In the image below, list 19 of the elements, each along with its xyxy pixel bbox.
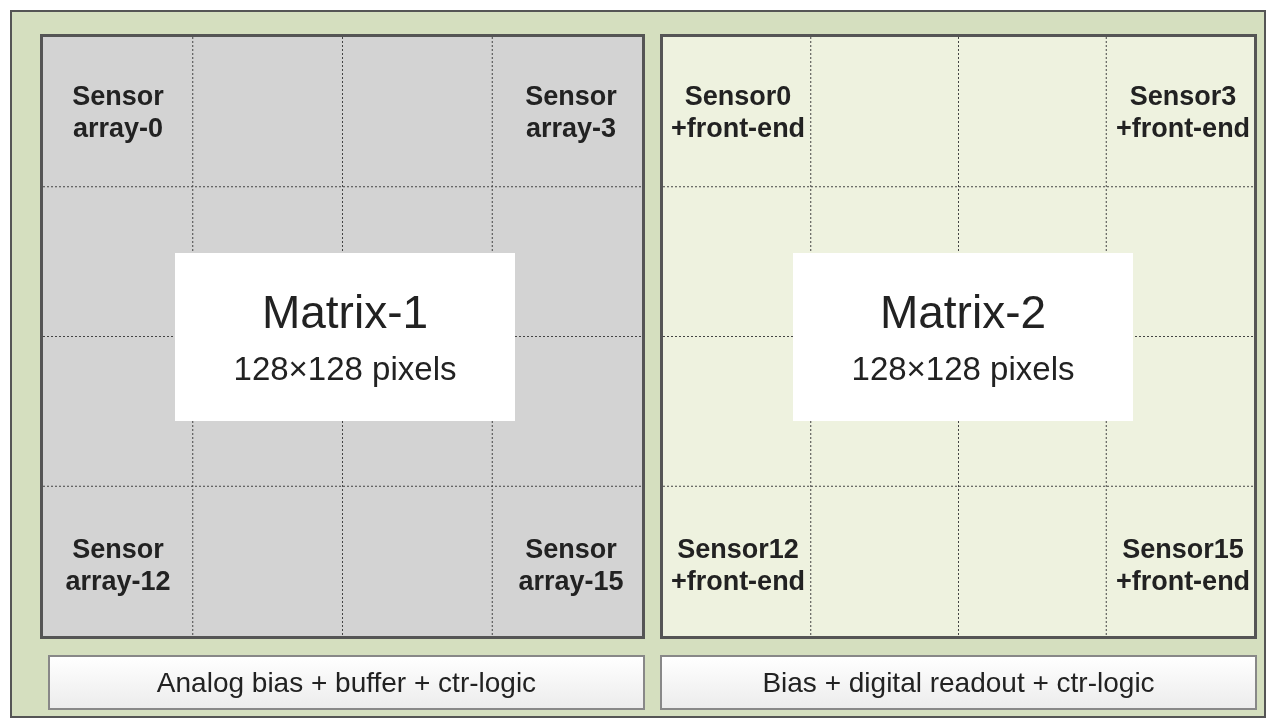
pixel-count: 128×128 pixels [850,349,1076,389]
pixel-count: 128×128 pixels [232,349,458,389]
sensor-label: Sensor array-15 [496,490,646,640]
logic-block: Analog bias + buffer + ctr-logic [48,655,645,710]
sensor-label: Sensor array-3 [496,37,646,187]
sensor-label: Sensor array-0 [43,37,193,187]
sensor-label: Sensor array-12 [43,490,193,640]
label-card [175,253,515,421]
sensor-label: Sensor0 +front-end [663,37,813,187]
matrix-panel [660,34,1257,639]
matrix-name: Matrix-1 [260,285,430,340]
chip-outline [10,10,1266,718]
matrix-name: Matrix-2 [878,285,1048,340]
logic-block: Bias + digital readout + ctr-logic [660,655,1257,710]
sensor-label: Sensor12 +front-end [663,490,813,640]
sensor-label: Sensor15 +front-end [1108,490,1258,640]
label-card [793,253,1133,421]
matrix-panel [40,34,645,639]
sensor-label: Sensor3 +front-end [1108,37,1258,187]
